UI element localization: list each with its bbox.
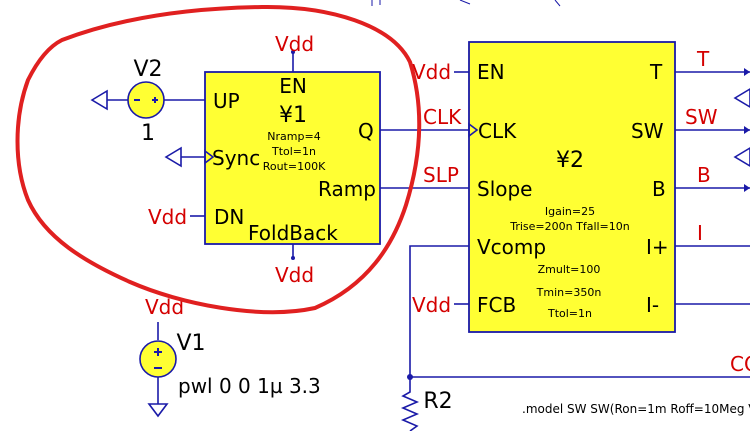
v2-value-label: 1 <box>141 121 155 146</box>
r2-ref-label: R2 <box>423 389 452 414</box>
node-u1-en <box>291 50 295 54</box>
u2-pin-iplus: I+ <box>646 235 669 259</box>
net-label-sw[interactable]: SW <box>685 105 718 129</box>
annotation-circle <box>15 4 422 315</box>
v2-ref-label: V2 <box>133 57 162 82</box>
v1-body <box>139 340 177 378</box>
r2-body <box>400 377 420 431</box>
ground-symbol-v2-left <box>90 89 108 111</box>
arrow-b <box>744 184 750 192</box>
v1-value-label: pwl 0 0 1µ 3.3 <box>178 374 321 398</box>
u2-clk-clock-marker <box>468 122 479 138</box>
u2-block[interactable]: EN T CLK SW ¥2 Slope B Igain=25 Trise=20… <box>468 41 676 333</box>
u1-pin-dn: DN <box>214 205 244 229</box>
u2-pin-slope: Slope <box>477 177 533 201</box>
u2-pin-vcomp: Vcomp <box>477 235 546 259</box>
arrow-sw <box>744 126 750 134</box>
v1-source[interactable]: Vdd V1 pwl 0 0 1µ 3.3 <box>139 295 321 418</box>
net-label-b[interactable]: B <box>697 163 711 187</box>
net-label-co[interactable]: CO <box>730 352 750 376</box>
u2-pin-clk: CLK <box>478 119 517 143</box>
net-label-i[interactable]: I <box>697 221 703 245</box>
u2-param-tmin: Tmin=350n <box>536 286 602 299</box>
u2-pin-iminus: I- <box>646 293 659 317</box>
u1-pin-ramp: Ramp <box>318 177 376 201</box>
ground-symbol-right-2 <box>733 147 750 167</box>
u2-pin-en: EN <box>477 60 505 84</box>
u1-block[interactable]: Vdd Vdd EN ¥1 Nramp=4 Ttol=1n Rout=100K … <box>204 32 381 287</box>
u2-pin-b: B <box>652 177 666 201</box>
u2-pin-sw: SW <box>631 119 664 143</box>
net-label-t[interactable]: T <box>696 47 710 71</box>
arrow-t <box>744 68 750 76</box>
u2-param-zmult: Zmult=100 <box>538 263 601 276</box>
r2-resistor[interactable]: R2 <box>400 377 453 431</box>
net-label-clk[interactable]: CLK <box>423 105 462 129</box>
wire-vcomp <box>409 245 469 377</box>
u2-pin-t: T <box>649 60 663 84</box>
u1-param-ttol: Ttol=1n <box>271 145 316 158</box>
u2-ref-label: ¥2 <box>556 148 584 173</box>
u1-sync-clock-marker <box>204 149 215 165</box>
u2-body <box>468 41 676 333</box>
cutoff-text-fragment <box>371 0 561 7</box>
ground-symbol-sync <box>164 146 182 168</box>
u1-pin-up: UP <box>213 89 240 113</box>
v2-source[interactable]: V2 1 <box>90 57 205 146</box>
net-label-vdd-dn[interactable]: Vdd <box>148 205 187 229</box>
u1-param-nramp: Nramp=4 <box>267 130 320 143</box>
u2-pin-fcb: FCB <box>477 293 516 317</box>
u1-pin-sync: Sync <box>212 146 260 170</box>
u2-param-igain: Igain=25 <box>545 205 595 218</box>
v2-body <box>127 81 165 119</box>
u2-param-ttol: Ttol=1n <box>547 307 592 320</box>
net-label-slp[interactable]: SLP <box>423 163 459 187</box>
ground-symbol-right-1 <box>733 88 750 108</box>
spice-model-directive[interactable]: .model SW SW(Ron=1m Roff=10Meg Vt= <box>522 402 750 416</box>
ground-symbol-v1 <box>147 403 169 418</box>
net-label-vdd-fcb[interactable]: Vdd <box>412 293 451 317</box>
u2-param-trise: Trise=200n Tfall=10n <box>509 220 630 233</box>
u1-param-rout: Rout=100K <box>263 160 326 173</box>
net-label-vdd-top[interactable]: Vdd <box>275 32 314 56</box>
node-u1-foldback <box>291 256 295 260</box>
u1-ref-label: ¥1 <box>279 103 307 128</box>
net-label-vdd-u2-en[interactable]: Vdd <box>412 60 451 84</box>
v1-ref-label: V1 <box>176 331 205 356</box>
u1-pin-foldback: FoldBack <box>248 221 338 245</box>
u1-pin-en: EN <box>279 74 307 98</box>
net-label-vdd-bottom[interactable]: Vdd <box>275 263 314 287</box>
u1-pin-q: Q <box>358 119 374 143</box>
